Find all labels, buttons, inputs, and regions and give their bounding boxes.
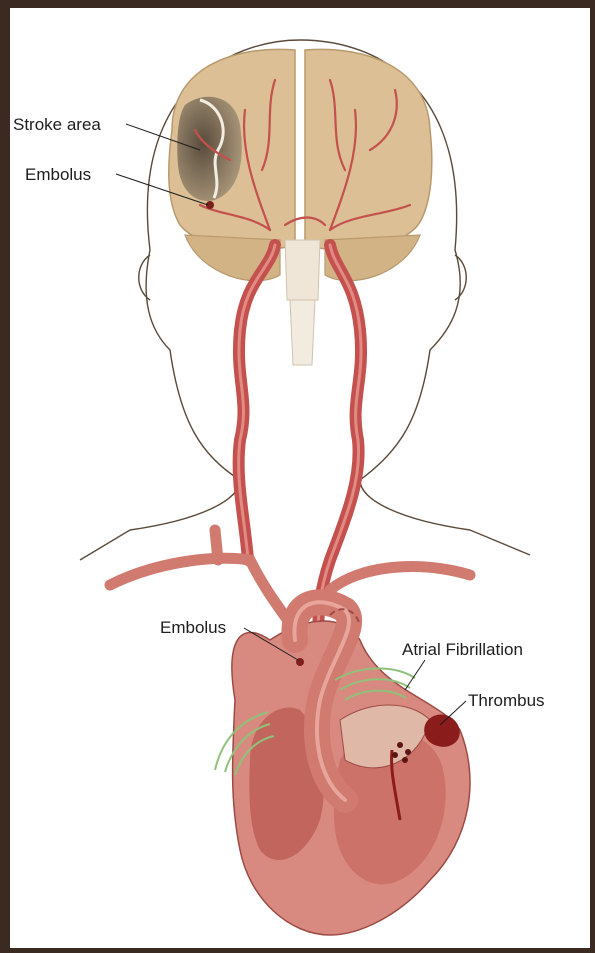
label-thrombus: Thrombus xyxy=(468,691,545,710)
label-embolus-brain: Embolus xyxy=(25,165,91,184)
label-stroke-area: Stroke area xyxy=(13,115,101,134)
label-atrial-fibrillation: Atrial Fibrillation xyxy=(402,640,523,659)
label-embolus-aorta: Embolus xyxy=(160,618,226,637)
stroke-area-region xyxy=(177,97,241,201)
